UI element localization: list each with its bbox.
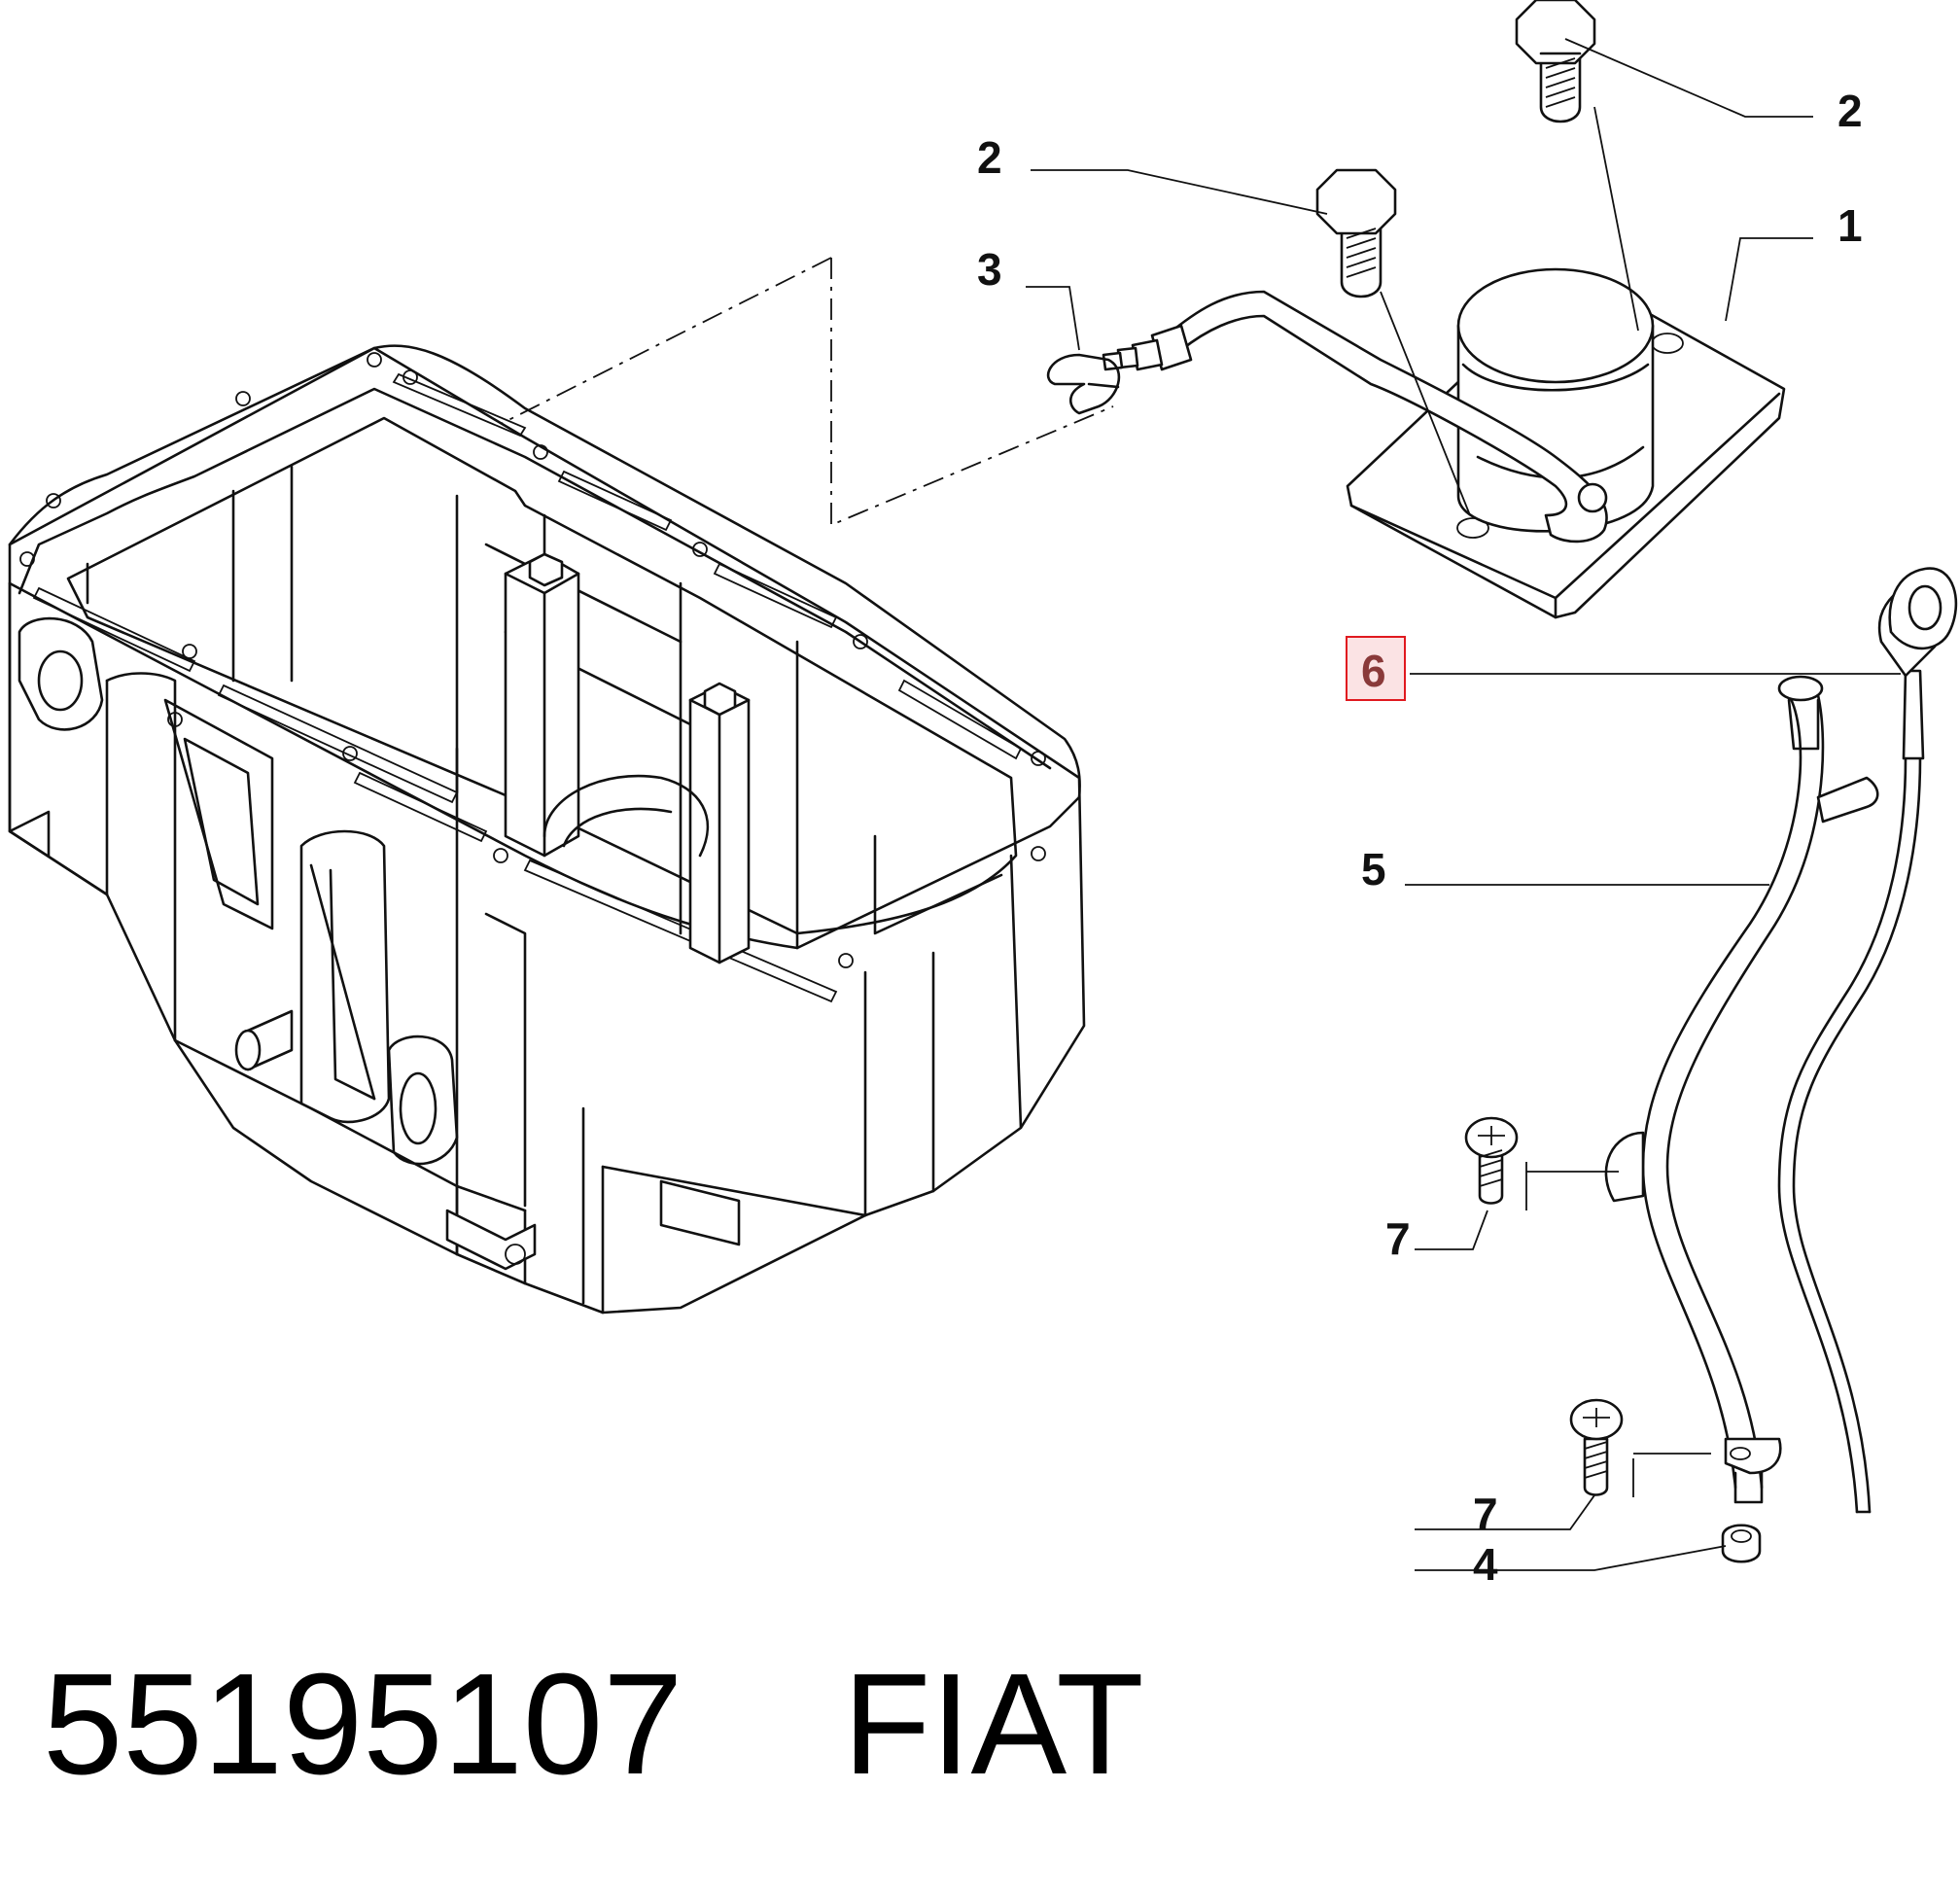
seal-washer xyxy=(1721,1524,1762,1563)
callout-6: 6 xyxy=(1361,646,1386,696)
callout-1: 1 xyxy=(1838,200,1863,251)
callout-6-highlight-box xyxy=(1346,636,1406,701)
oil-pan xyxy=(8,257,1114,1315)
dipstick-tube xyxy=(1604,675,1879,1504)
filter-bracket-assembly xyxy=(1102,267,1786,619)
callout-5: 5 xyxy=(1361,844,1386,894)
callout-4: 4 xyxy=(1473,1539,1498,1590)
callout-7-upper: 7 xyxy=(1385,1213,1411,1264)
hex-bolt-lower xyxy=(1315,168,1397,298)
bolt-axis-line xyxy=(1380,291,1471,516)
dipstick xyxy=(1777,567,1958,1514)
screw-upper xyxy=(1464,1116,1519,1205)
callout-7-lower: 7 xyxy=(1473,1489,1498,1539)
callout-numbers: 2 2 1 3 5 7 7 4 6 xyxy=(977,86,1863,1590)
bolt-axis-line xyxy=(1593,106,1639,332)
part-footer: 55195107 FIAT xyxy=(43,1653,1144,1797)
callout-3: 3 xyxy=(977,244,1002,295)
hex-bolt-upper xyxy=(1515,0,1596,123)
retaining-clip xyxy=(1046,353,1121,415)
callout-2-upper: 2 xyxy=(1838,86,1863,136)
brand-name: FIAT xyxy=(842,1644,1144,1805)
part-number: 55195107 xyxy=(43,1644,683,1805)
screw-lower xyxy=(1569,1398,1624,1496)
leader-lines xyxy=(1026,38,1901,1571)
callout-2-lower: 2 xyxy=(977,132,1002,183)
